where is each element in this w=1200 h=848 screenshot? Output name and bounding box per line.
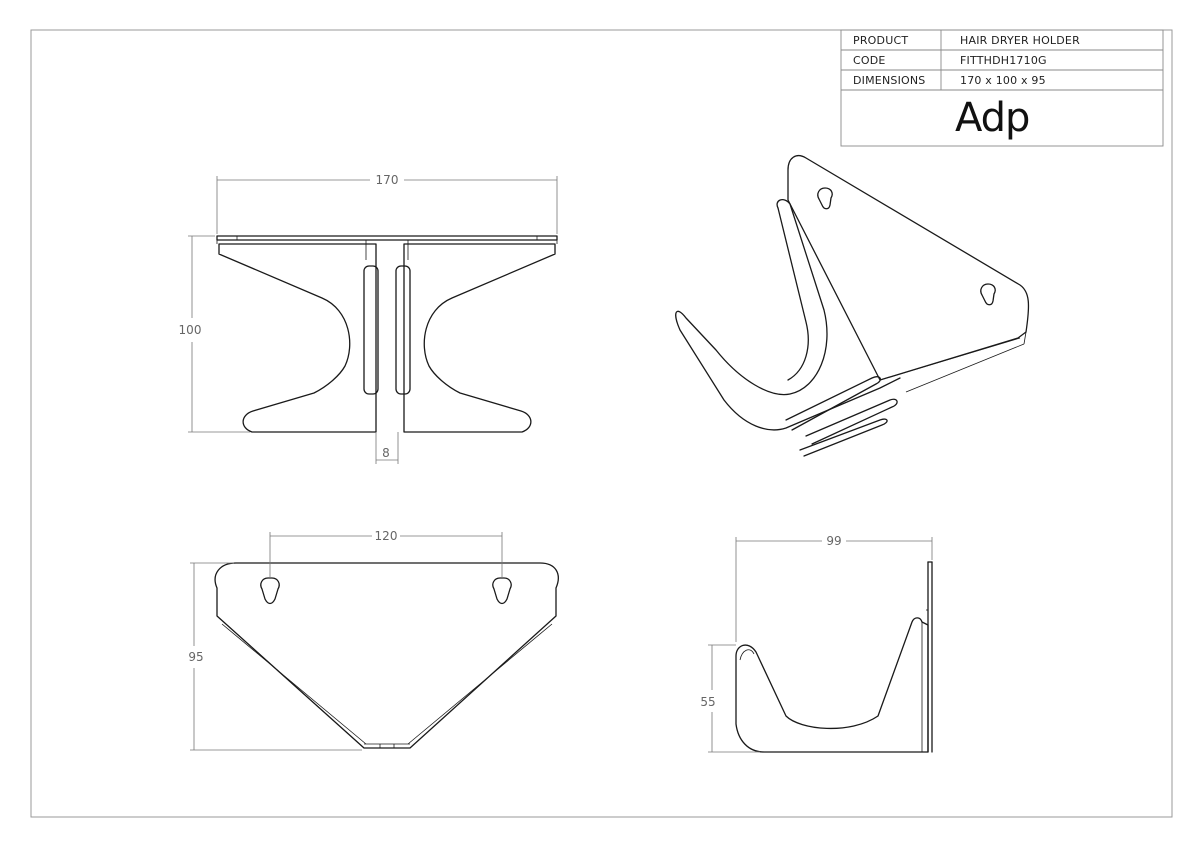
side-view: 99 55 bbox=[700, 534, 933, 753]
dim-hole-spacing: 120 bbox=[375, 529, 398, 543]
dim-front-thickness: 8 bbox=[382, 446, 390, 460]
dim-front-width: 170 bbox=[376, 173, 399, 187]
product-value: HAIR DRYER HOLDER bbox=[960, 34, 1080, 47]
code-label: CODE bbox=[853, 54, 886, 67]
code-value: FITTHDH1710G bbox=[960, 54, 1047, 67]
company-logo: Adp bbox=[955, 95, 1029, 141]
drawing-frame bbox=[30, 29, 1173, 818]
dim-front-height: 100 bbox=[179, 323, 202, 337]
front-view: 170 100 8 bbox=[179, 173, 558, 464]
dimensions-label: DIMENSIONS bbox=[853, 74, 925, 87]
top-view: 120 95 bbox=[188, 529, 559, 751]
product-label: PRODUCT bbox=[853, 34, 908, 47]
isometric-view bbox=[675, 155, 1030, 457]
dim-top-depth: 95 bbox=[188, 650, 203, 664]
dimensions-value: 170 x 100 x 95 bbox=[960, 74, 1046, 87]
title-block: PRODUCT HAIR DRYER HOLDER CODE FITTHDH17… bbox=[840, 29, 1164, 147]
dim-side-height: 55 bbox=[700, 695, 715, 709]
dim-side-width: 99 bbox=[826, 534, 841, 548]
